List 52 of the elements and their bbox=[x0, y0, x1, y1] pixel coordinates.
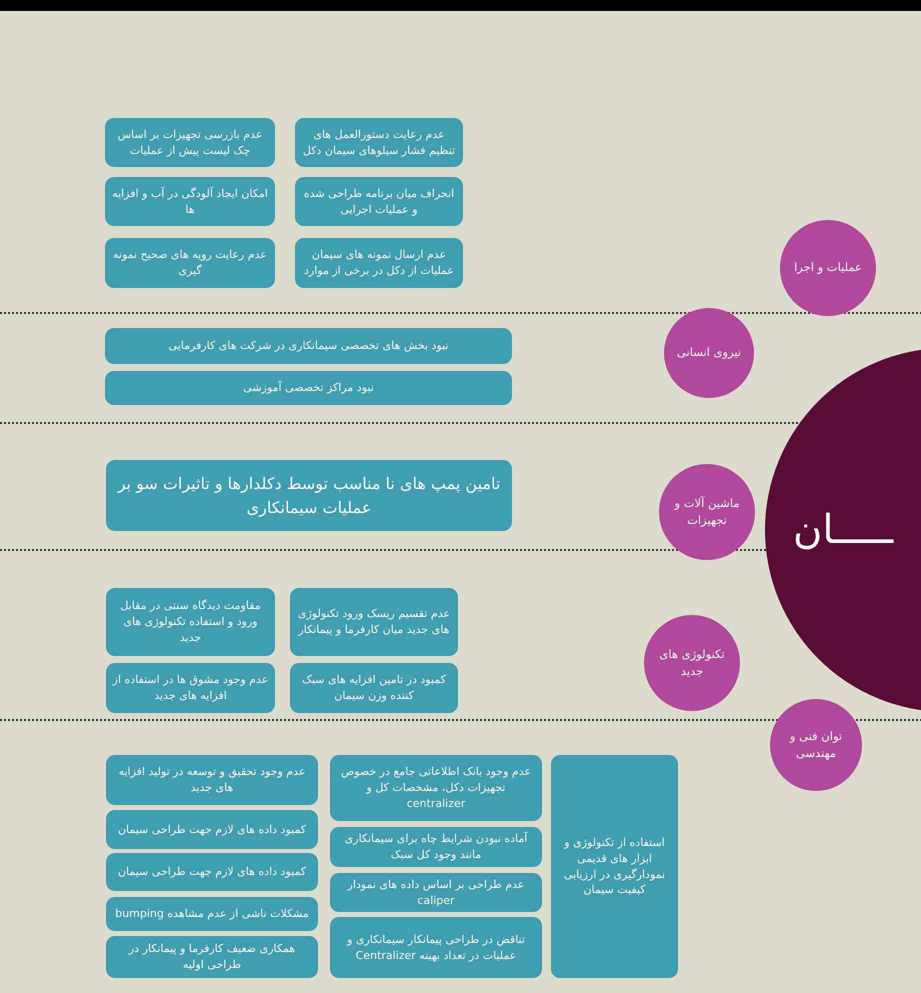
cause-text: ماشین آلات و تجهیزات bbox=[673, 494, 740, 529]
cause-text: مقاومت دیدگاه سنتی در مقابل ورود و استفاده تکنولوژی های جدید bbox=[119, 598, 262, 646]
cause-box bbox=[295, 177, 463, 226]
cause-text: عدم تقسیم ریسک ورود تکنولوژی های جدید میان کارفرما و پیمانکار bbox=[296, 606, 452, 638]
cause-text: نیروی انسانی bbox=[676, 344, 742, 362]
cause-box bbox=[106, 588, 275, 656]
cause-box bbox=[106, 460, 512, 531]
cause-text: تامین پمپ های نا مناسب توسط دکلدارها و تاثیرات سو بر عملیات سیمانکاری bbox=[116, 473, 502, 519]
cause-text: انحراف میان برنامه طراحی شده و عملیات اجرایی bbox=[302, 186, 456, 218]
cause-box bbox=[290, 663, 458, 713]
cause-box bbox=[330, 827, 542, 867]
cause-text: عدم رعایت دستورالعمل های تنظیم فشار سیلوهای سیمان دکل bbox=[302, 126, 456, 158]
cause-box bbox=[106, 755, 318, 805]
cause-box bbox=[106, 853, 318, 891]
cause-box bbox=[106, 897, 318, 931]
cause-text: استفاده از تکنولوژی و ابزار های قدیمی نمودارگیری در ارزیابی کیفیت سیمان bbox=[562, 834, 666, 898]
cause-box bbox=[106, 663, 275, 713]
cause-box bbox=[106, 936, 318, 978]
cause-box bbox=[295, 118, 463, 167]
cause-text: عدم بازرسی تجهیزات بر اساس چک لیست پیش از عملیات bbox=[116, 126, 264, 158]
cause-text: مشکلات ناشی از عدم مشاهده bumping bbox=[115, 906, 309, 922]
cause-box bbox=[290, 588, 458, 656]
cause-text: تناقض در طراحی پیمانکار سیمانکاری و عملیات در تعداد بهینه Centralizer bbox=[346, 932, 526, 964]
cause-box bbox=[105, 118, 275, 167]
cause-text: عدم ارسال نمونه های سیمان عملیات از دکل در برخی از موارد bbox=[303, 247, 455, 279]
cause-box bbox=[330, 873, 542, 912]
cause-box bbox=[295, 238, 463, 288]
cause-box bbox=[330, 917, 542, 978]
cause-text: توان فنی و مهندسی bbox=[788, 728, 844, 762]
cause-text: همکاری ضعیف کارفرما و پیمانکار در طراحی اولیه bbox=[127, 941, 296, 973]
cause-box bbox=[105, 177, 275, 226]
cause-text: آماده نبودن شرایط چاه برای سیمانکاری مانند وجود کل سبک bbox=[344, 831, 529, 863]
cause-text: عدم طراحی بر اساس داده های نمودار caliper bbox=[346, 876, 526, 908]
cause-text: کمبود داده های لازم جهت طراحی سیمان bbox=[118, 822, 306, 838]
cause-box bbox=[105, 371, 512, 405]
cause-text: عدم وجود مشوق ها در استفاده از افزایه های جدید bbox=[112, 672, 269, 704]
cause-text: عملیات و اجرا bbox=[794, 259, 862, 276]
cause-text: تکنولوژی های جدید bbox=[658, 646, 726, 680]
cause-text: نبود مراکز تخصصی آموزشی bbox=[243, 380, 374, 396]
cause-box bbox=[105, 238, 275, 288]
cause-text: کمبود در تامین افزایه های سبک کننده وزن سیمان bbox=[301, 672, 447, 704]
cause-box bbox=[106, 810, 318, 849]
cause-text: امکان ایجاد آلودگی در آب و افزایه ها bbox=[111, 186, 269, 218]
cause-box bbox=[105, 328, 512, 364]
cause-box bbox=[330, 755, 542, 821]
cause-text: عدم وجود تحقیق و توسعه در تولید افزایه های جدید bbox=[118, 764, 306, 796]
cause-text: نبود بخش های تخصصی سیمانکاری در شرکت های کارفرمایی bbox=[168, 338, 448, 354]
cause-text: عدم وجود بانک اطلاعاتی جامع در خصوص تجهیزات دکل، مشخصات کل و centralizer bbox=[340, 764, 532, 812]
cause-text: عدم رعایت رویه های صحیح نمونه گیری bbox=[112, 247, 268, 279]
title-text: ـــــان bbox=[793, 507, 894, 553]
cause-text: کمبود داده های لازم جهت طراحی سیمان bbox=[118, 864, 306, 880]
cause-box bbox=[551, 755, 678, 978]
